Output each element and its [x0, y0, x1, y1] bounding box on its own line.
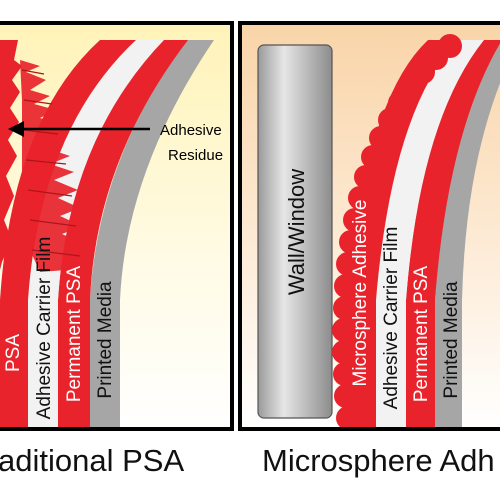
residue-strands: [20, 60, 86, 272]
right-permanent-psa-layer: [406, 40, 500, 429]
left-caption: aditional PSA: [0, 443, 185, 478]
left-layer-label-carrier: Adhesive Carrier Film: [34, 237, 55, 420]
residue-callout-line2: Residue: [168, 147, 223, 164]
right-panel-border: [238, 21, 500, 431]
left-layer-label-permanent: Permanent PSA: [64, 266, 85, 403]
residue-callout-line1: Adhesive: [160, 122, 222, 139]
left-permanent-psa-layer: [58, 40, 188, 429]
left-panel: Adhesive Residue PSA Adhesive Carrier Fi…: [0, 23, 232, 429]
right-layer-label-microsphere: Microsphere Adhesive: [350, 200, 371, 387]
residue-fibers: [21, 69, 81, 257]
left-layer-label-psa: PSA: [3, 334, 24, 372]
residue-arrow-head: [8, 121, 24, 137]
right-layer-label-permanent: Permanent PSA: [411, 266, 432, 403]
left-printed-media-layer: [90, 40, 214, 429]
right-panel: Wall/Window Microsphere Adhesive Adhesiv…: [240, 23, 500, 429]
adhesive-residue-shape: [0, 40, 22, 270]
left-layer-label-printed: Printed Media: [95, 281, 116, 399]
right-layer-label-printed: Printed Media: [441, 281, 462, 399]
right-printed-media-layer: [435, 40, 500, 429]
wall-window-label: Wall/Window: [284, 169, 309, 295]
right-carrier-film-layer: [376, 40, 484, 429]
right-layer-label-carrier: Adhesive Carrier Film: [381, 227, 402, 410]
wall-window-block: [257, 44, 333, 419]
microsphere-bumps: [332, 34, 462, 429]
left-panel-border: [0, 21, 234, 431]
right-caption: Microsphere Adh: [262, 443, 495, 478]
